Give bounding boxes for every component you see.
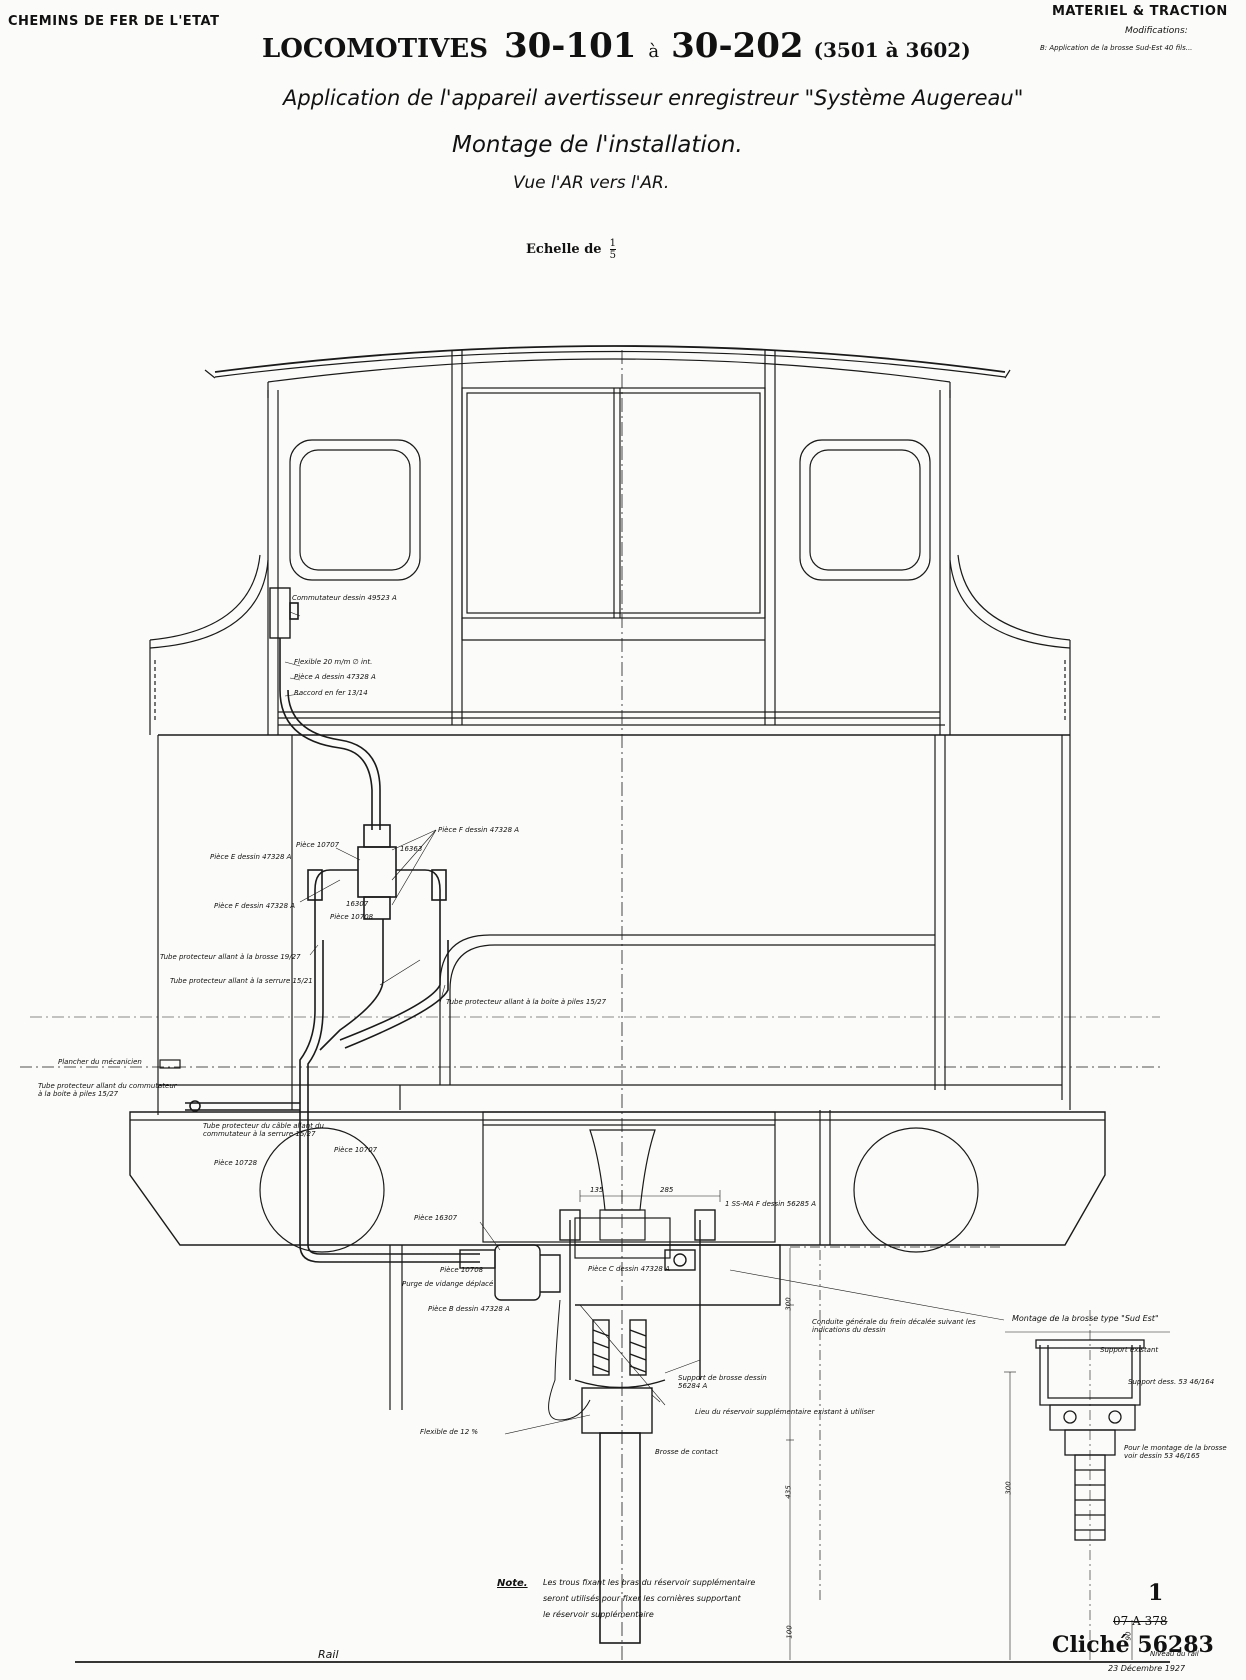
label-tube-cable: Tube protecteur du câble allant du commu… [203,1122,324,1138]
label-piece-10708-top: Pièce 10708 [330,913,374,921]
brush-springs [592,1319,647,1376]
view-direction: Vue l'AR vers l'AR. [513,173,670,193]
recorder-apparatus [459,1190,794,1660]
label-reservoir: Lieu du réservoir supplémentaire existan… [695,1408,875,1416]
label-flexible-12: Flexible de 12 % [420,1428,479,1436]
title-to: 30-202 [671,26,804,66]
note-line-2: seront utilisés pour fixer les cornières… [543,1594,741,1603]
tank-body [20,734,1160,1115]
title-word: LOCOMOTIVES [262,34,488,64]
company-name: CHEMINS DE FER DE L'ETAT [8,14,220,29]
label-piece-f-left: Pièce F dessin 47328 A [214,902,296,910]
scale-label: Echelle de [526,242,602,257]
label-flexible-20: Flexible 20 m/m ∅ int. [294,658,373,666]
brush-mount-inset [1004,1310,1170,1660]
scale-denominator: 5 [609,250,616,261]
scale-numerator: 1 [609,238,616,250]
label-niveau-rail: Niveau du rail [1150,1650,1199,1658]
label-piece-10707b: Pièce 10707 [334,1146,378,1154]
subtitle-installation: Montage de l'installation. [452,132,743,158]
leader-lines [284,611,1005,1435]
label-piece-b: Pièce B dessin 47328 A [428,1305,510,1313]
department-name: MATERIEL & TRACTION [1052,4,1228,19]
note-line-1: Les trous fixant les bras du réservoir s… [543,1578,756,1587]
conduit-system [185,587,480,1263]
title-connector: à [648,41,660,62]
right-cab-window [799,439,931,581]
label-piece-10708: Pièce 10708 [440,1266,484,1274]
modifications-label: Modifications: [1125,26,1188,36]
sheet-number: 1 [1148,1580,1164,1606]
dimension-285: 285 [660,1186,674,1194]
cab-roof [204,345,1011,398]
title-from: 30-101 [503,26,637,66]
label-rail: Rail [318,1648,339,1661]
modification-note: B: Application de la brosse Sud-Est 40 f… [1040,44,1193,52]
left-cab-window [289,439,421,581]
label-piece-10707: Pièce 10707 [296,841,340,849]
note-line-3: le réservoir supplémentaire [543,1610,654,1619]
label-piece-e: Pièce E dessin 47328 A [210,853,292,861]
label-support-existant: Support existant [1100,1346,1159,1354]
drawing-date: 23 Décembre 1927 [1108,1664,1186,1673]
subtitle: Application de l'appareil avertisseur en… [283,86,1024,110]
buffer-beam [129,1110,1106,1410]
label-piece-f-right: Pièce F dessin 47328 A [438,826,520,834]
label-montage-brosse: Montage de la brosse type "Sud Est" [1012,1314,1159,1323]
note-label: Note. [497,1578,528,1589]
label-plancher: Plancher du mécanicien [58,1058,142,1066]
label-support-dessin: Support dess. 53 46/164 [1128,1378,1215,1386]
label-16307: 16307 [346,900,369,908]
label-tube-commutateur: Tube protecteur allant du commutateur à … [38,1082,177,1098]
dimension-300b: 300 [1004,1481,1013,1495]
label-piece-a: Pièce A dessin 47328 A [294,673,376,681]
label-raccord-fer: Raccord en fer 13/14 [294,689,368,697]
dimension-435: 435 [784,1485,793,1499]
dimension-300: 300 [784,1297,793,1311]
title-range: (3501 à 3602) [813,38,971,62]
label-support-brosse: Support de brosse dessin 56284 A [678,1374,767,1390]
scale: Echelle de 1 5 [526,238,616,261]
label-commutateur: Commutateur dessin 49523 A [292,594,397,602]
label-piece-16307: Pièce 16307 [414,1214,458,1222]
label-conduite: Conduite générale du frein décalée suiva… [812,1318,976,1334]
cliche-number: Cliché 56283 [1052,1632,1214,1658]
old-reference: 07 A 378 [1113,1614,1168,1628]
cab-side-flares [149,554,1071,735]
label-piece-10728: Pièce 10728 [214,1159,258,1167]
label-tube-serrure: Tube protecteur allant à la serrure 15/2… [170,977,313,985]
main-title: LOCOMOTIVES 30-101 à 30-202 (3501 à 3602… [262,26,971,66]
label-ss-piece: 1 SS-MA F dessin 56285 A [725,1200,817,1208]
label-brosse-contact: Brosse de contact [655,1448,718,1456]
label-tube-boite: Tube protecteur allant à la boite à pile… [446,998,607,1006]
label-piece-c: Pièce C dessin 47328 A [588,1265,670,1273]
dimension-100: 100 [785,1625,794,1639]
dimension-135: 135 [590,1186,604,1194]
label-pour-montage: Pour le montage de la brosse voir dessin… [1124,1444,1227,1460]
label-16363: 16363 [400,845,423,853]
scale-fraction: 1 5 [609,238,616,261]
label-tube-brosse: Tube protecteur allant à la brosse 19/27 [160,953,301,961]
label-purge: Purge de vidange déplacé [402,1280,494,1288]
